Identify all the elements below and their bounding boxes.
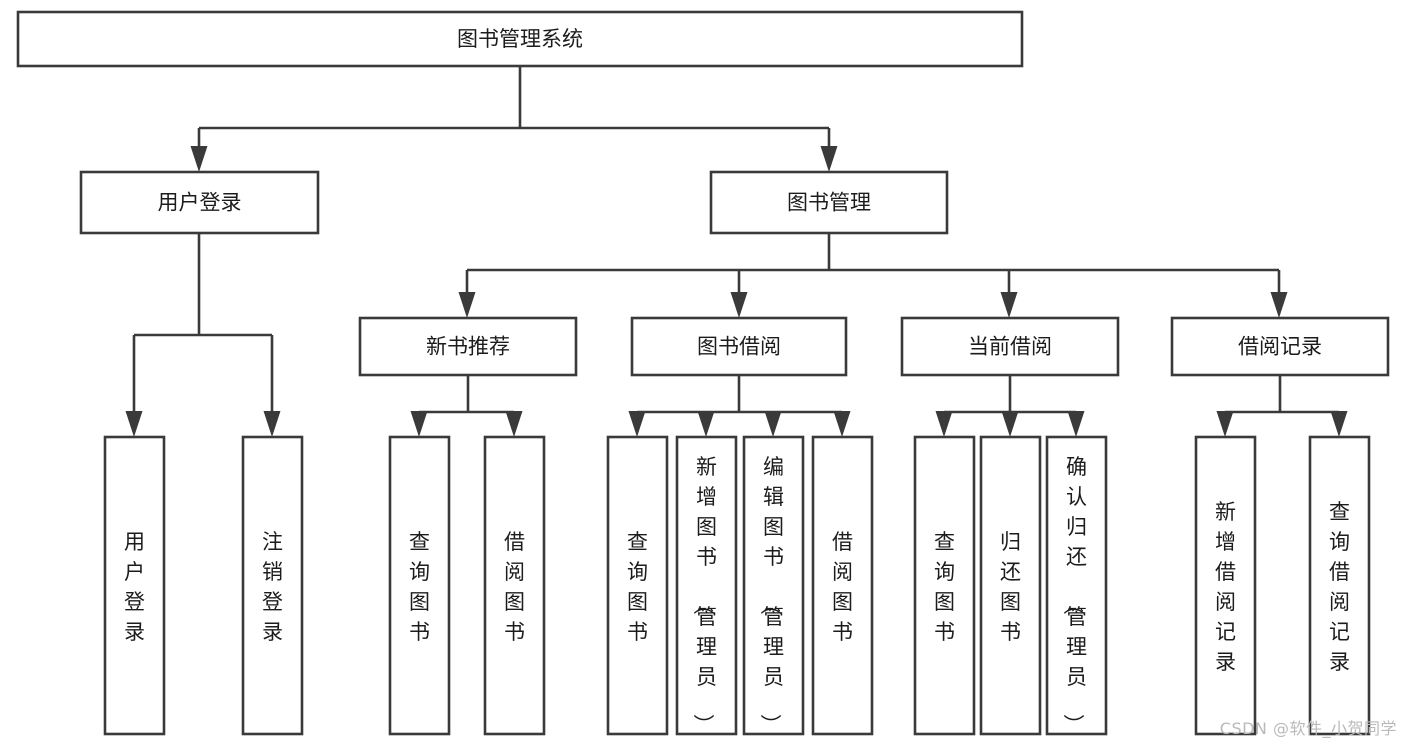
node-label: 新书推荐 — [426, 335, 510, 359]
arrowhead-icon — [1216, 411, 1234, 437]
node-label: 归还图书 — [1000, 530, 1021, 644]
node-label: 确认归还（管理员） — [1061, 455, 1087, 735]
node-leaf-return-book[interactable]: 归还图书 — [979, 435, 1042, 736]
connector-root-to-level2 — [190, 66, 838, 172]
connector-newbook-to-leaves — [410, 375, 523, 437]
arrowhead-icon — [935, 411, 953, 437]
node-box[interactable] — [16, 10, 1024, 68]
node-label: 查询借阅记录 — [1329, 500, 1350, 674]
node-label: 用户登录 — [158, 191, 242, 215]
arrowhead-icon — [1000, 292, 1018, 318]
node-leaf-add-record[interactable]: 新增借阅记录 — [1194, 435, 1257, 736]
node-box[interactable] — [742, 435, 805, 736]
node-box[interactable] — [709, 170, 949, 235]
node-leaf-query-book-3[interactable]: 查询图书 — [913, 435, 976, 736]
node-box[interactable] — [483, 435, 546, 736]
connector-borrowrecord-to-leaves — [1216, 375, 1348, 437]
node-leaf-query-record[interactable]: 查询借阅记录 — [1308, 435, 1371, 736]
node-label: 借阅图书 — [832, 530, 853, 644]
node-user-login[interactable]: 用户登录 — [79, 170, 320, 235]
arrowhead-icon — [505, 411, 523, 437]
node-label: 借阅图书 — [504, 530, 525, 644]
arrowhead-icon — [1067, 411, 1085, 437]
node-box[interactable] — [606, 435, 669, 736]
node-leaf-edit-book[interactable]: 编辑图书（管理员） — [742, 435, 805, 736]
arrowhead-icon — [1330, 411, 1348, 437]
node-box[interactable] — [1170, 316, 1390, 377]
node-book-borrow[interactable]: 图书借阅 — [630, 316, 848, 377]
connector-currentborrow-to-leaves — [935, 375, 1085, 437]
node-leaf-borrow-book-2[interactable]: 借阅图书 — [811, 435, 874, 736]
node-leaf-query-book-2[interactable]: 查询图书 — [606, 435, 669, 736]
node-current-borrow[interactable]: 当前借阅 — [900, 316, 1120, 377]
node-box[interactable] — [79, 170, 320, 235]
node-borrow-record[interactable]: 借阅记录 — [1170, 316, 1390, 377]
node-label: 查询图书 — [934, 530, 955, 644]
connector-userlogin-to-leaves — [125, 233, 281, 437]
arrowhead-icon — [1270, 292, 1288, 318]
arrowhead-icon — [458, 292, 476, 318]
node-box[interactable] — [675, 435, 738, 736]
node-box[interactable] — [358, 316, 578, 377]
node-label: 图书管理 — [787, 191, 871, 215]
connectors-layer — [125, 66, 1348, 437]
node-label: 图书管理系统 — [457, 27, 583, 51]
node-box[interactable] — [913, 435, 976, 736]
nodes-layer: 图书管理系统用户登录图书管理新书推荐图书借阅当前借阅借阅记录用户登录注销登录查询… — [16, 10, 1390, 736]
node-box[interactable] — [1194, 435, 1257, 736]
node-box[interactable] — [811, 435, 874, 736]
node-book-manage[interactable]: 图书管理 — [709, 170, 949, 235]
node-box[interactable] — [630, 316, 848, 377]
node-box[interactable] — [103, 435, 166, 736]
node-box[interactable] — [979, 435, 1042, 736]
node-label: 新增图书（管理员） — [691, 455, 717, 735]
node-label: 新增借阅记录 — [1215, 500, 1236, 674]
arrowhead-icon — [190, 146, 208, 172]
node-leaf-confirm-return[interactable]: 确认归还（管理员） — [1045, 435, 1108, 736]
arrowhead-icon — [628, 411, 646, 437]
arrowhead-icon — [1001, 411, 1019, 437]
node-new-book-rec[interactable]: 新书推荐 — [358, 316, 578, 377]
node-label: 图书借阅 — [697, 335, 781, 359]
node-label: 编辑图书（管理员） — [758, 455, 784, 735]
node-leaf-user-login[interactable]: 用户登录 — [103, 435, 166, 736]
node-label: 借阅记录 — [1238, 335, 1322, 359]
node-box[interactable] — [241, 435, 304, 736]
node-box[interactable] — [1045, 435, 1108, 736]
node-root[interactable]: 图书管理系统 — [16, 10, 1024, 68]
arrowhead-icon — [833, 411, 851, 437]
node-label: 查询图书 — [627, 530, 648, 644]
arrowhead-icon — [820, 146, 838, 172]
arrowhead-icon — [263, 411, 281, 437]
connector-bookmanage-to-level3 — [458, 233, 1288, 318]
node-label: 注销登录 — [262, 530, 283, 644]
connector-bookborrow-to-leaves — [628, 375, 851, 437]
node-box[interactable] — [1308, 435, 1371, 736]
node-leaf-add-book[interactable]: 新增图书（管理员） — [675, 435, 738, 736]
arrowhead-icon — [730, 292, 748, 318]
arrowhead-icon — [764, 411, 782, 437]
node-leaf-query-book-1[interactable]: 查询图书 — [388, 435, 451, 736]
node-label: 用户登录 — [124, 530, 145, 644]
node-label: 当前借阅 — [968, 335, 1052, 359]
node-box[interactable] — [388, 435, 451, 736]
arrowhead-icon — [410, 411, 428, 437]
node-box[interactable] — [900, 316, 1120, 377]
arrowhead-icon — [697, 411, 715, 437]
node-leaf-user-logout[interactable]: 注销登录 — [241, 435, 304, 736]
node-label: 查询图书 — [409, 530, 430, 644]
arrowhead-icon — [125, 411, 143, 437]
node-leaf-borrow-book-1[interactable]: 借阅图书 — [483, 435, 546, 736]
